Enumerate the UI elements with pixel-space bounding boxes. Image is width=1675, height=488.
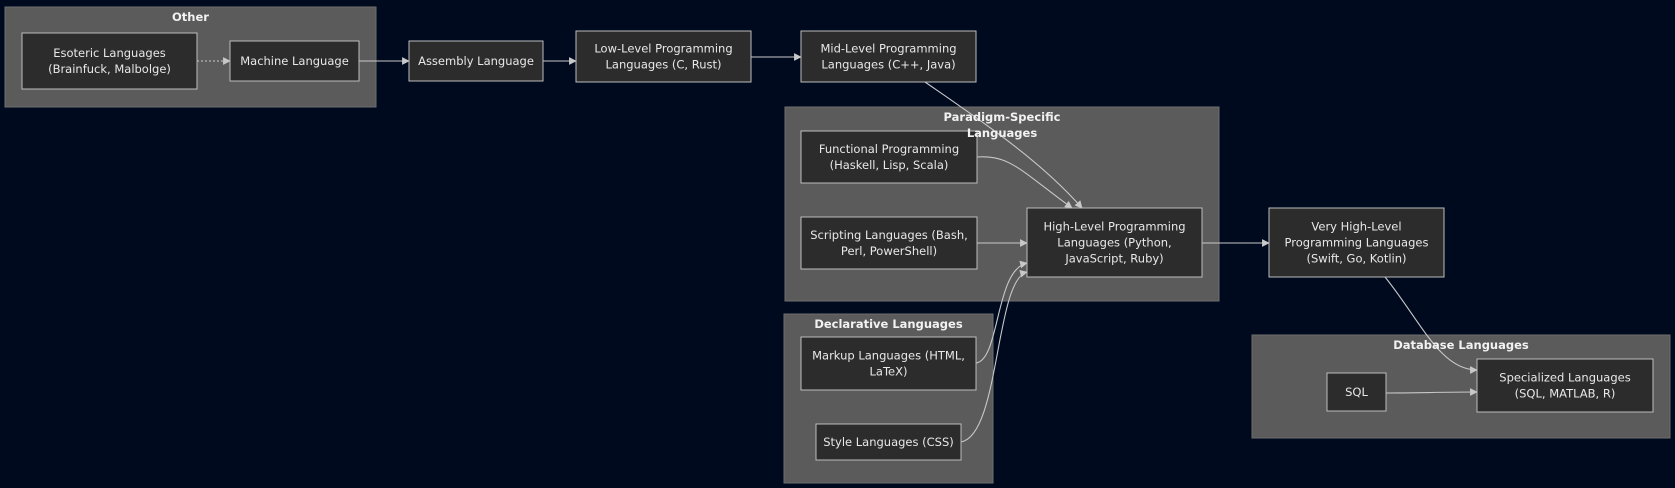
node-machine[interactable]: Machine Language xyxy=(229,40,360,82)
node-label: Mid-Level Programming xyxy=(820,42,956,56)
node-functional[interactable]: Functional Programming (Haskell, Lisp, Sc… xyxy=(800,130,978,184)
node-markup[interactable]: Markup Languages (HTML, LaTeX) xyxy=(800,336,977,391)
node-assembly[interactable]: Assembly Language xyxy=(408,40,544,82)
node-specialized[interactable]: Specialized Languages (SQL, MATLAB, R) xyxy=(1476,358,1654,413)
node-scripting[interactable]: Scripting Languages (Bash, Perl, PowerShe… xyxy=(800,216,978,270)
node-label: (Brainfuck, Malbolge) xyxy=(48,62,171,76)
node-label: Languages (C++, Java) xyxy=(821,58,955,72)
edge-sql-to-specialized xyxy=(1385,388,1478,396)
node-label: Low-Level Programming xyxy=(594,42,732,56)
node-style[interactable]: Style Languages (CSS) xyxy=(815,423,962,461)
node-sql[interactable]: SQL xyxy=(1326,372,1387,412)
node-label: LaTeX) xyxy=(870,365,908,379)
cluster-title: Languages xyxy=(967,126,1037,140)
cluster-title: Paradigm-Specific xyxy=(944,110,1061,124)
node-label: Languages (C, Rust) xyxy=(606,58,722,72)
edge-markup-to-high xyxy=(975,260,1028,364)
edge-style-to-high xyxy=(960,269,1028,443)
node-label: (Haskell, Lisp, Scala) xyxy=(830,158,949,172)
node-label: Languages (Python, xyxy=(1057,236,1171,250)
node-label: Scripting Languages (Bash, xyxy=(810,228,968,242)
node-label: SQL xyxy=(1345,385,1368,399)
edge-veryhigh-to-specialized xyxy=(1384,276,1478,374)
node-label: Assembly Language xyxy=(418,54,534,68)
node-label: Esoteric Languages xyxy=(53,46,166,60)
node-label: Markup Languages (HTML, xyxy=(812,349,965,363)
node-label: JavaScript, Ruby) xyxy=(1064,252,1163,266)
cluster-title: Other xyxy=(172,10,209,24)
node-label: Specialized Languages xyxy=(1499,371,1630,385)
node-label: (Swift, Go, Kotlin) xyxy=(1307,252,1407,266)
edge-mid-to-high xyxy=(924,81,1083,209)
node-label: Functional Programming xyxy=(819,142,959,156)
node-label: Machine Language xyxy=(240,54,349,68)
node-label: Style Languages (CSS) xyxy=(823,435,954,449)
node-label: (SQL, MATLAB, R) xyxy=(1515,387,1616,401)
edge-functional-to-high xyxy=(976,156,1073,209)
node-label: Perl, PowerShell) xyxy=(841,244,937,258)
node-label: High-Level Programming xyxy=(1043,220,1185,234)
node-label: Very High-Level xyxy=(1311,220,1401,234)
node-label: Programming Languages xyxy=(1285,236,1429,250)
cluster-title: Declarative Languages xyxy=(814,317,963,331)
node-esoteric[interactable]: Esoteric Languages (Brainfuck, Malbolge) xyxy=(21,32,198,90)
cluster-title: Database Languages xyxy=(1393,338,1529,352)
